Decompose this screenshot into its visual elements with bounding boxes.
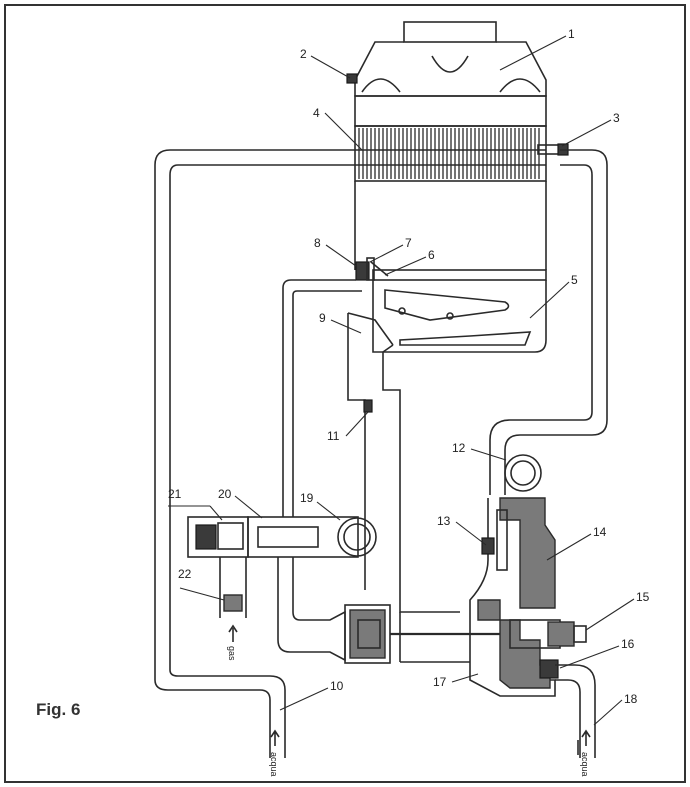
callout-numbers: 1 2 3 4 5 6 7 8 9 10 11 12 13 14 15 16 1… — [168, 27, 650, 706]
callout-1: 1 — [568, 27, 575, 41]
callout-13: 13 — [437, 514, 451, 528]
figure-frame — [4, 4, 686, 783]
callout-4: 4 — [313, 106, 320, 120]
figure-caption: Fig. 6 — [36, 700, 80, 719]
callout-20: 20 — [218, 487, 232, 501]
callout-6: 6 — [428, 248, 435, 262]
gas-inlet-label: gas — [227, 646, 237, 661]
pilot-assembly — [355, 257, 389, 281]
callout-10: 10 — [330, 679, 344, 693]
callout-12: 12 — [452, 441, 466, 455]
leader-lines — [168, 35, 635, 726]
callout-21: 21 — [168, 487, 182, 501]
callout-9: 9 — [319, 311, 326, 325]
water-inlet-right-label: acqua — [580, 752, 590, 777]
callout-11: 11 — [327, 429, 340, 443]
callout-17: 17 — [433, 675, 447, 689]
burner — [372, 269, 547, 353]
callout-22: 22 — [178, 567, 192, 581]
callout-14: 14 — [593, 525, 607, 539]
venturi-duct — [347, 312, 460, 613]
water-valve-group — [469, 454, 587, 697]
heat-exchanger — [354, 95, 569, 182]
callout-18: 18 — [624, 692, 638, 706]
flue-hood — [346, 21, 547, 97]
callout-16: 16 — [621, 637, 635, 651]
callout-2: 2 — [300, 47, 307, 61]
callout-8: 8 — [314, 236, 321, 250]
callout-7: 7 — [405, 236, 412, 250]
slow-ignition-valve — [344, 604, 391, 664]
water-inlet-left-label: acqua — [269, 752, 279, 777]
callout-5: 5 — [571, 273, 578, 287]
callout-15: 15 — [636, 590, 650, 604]
callout-3: 3 — [613, 111, 620, 125]
callout-19: 19 — [300, 491, 314, 505]
gas-valve-group — [187, 516, 377, 642]
